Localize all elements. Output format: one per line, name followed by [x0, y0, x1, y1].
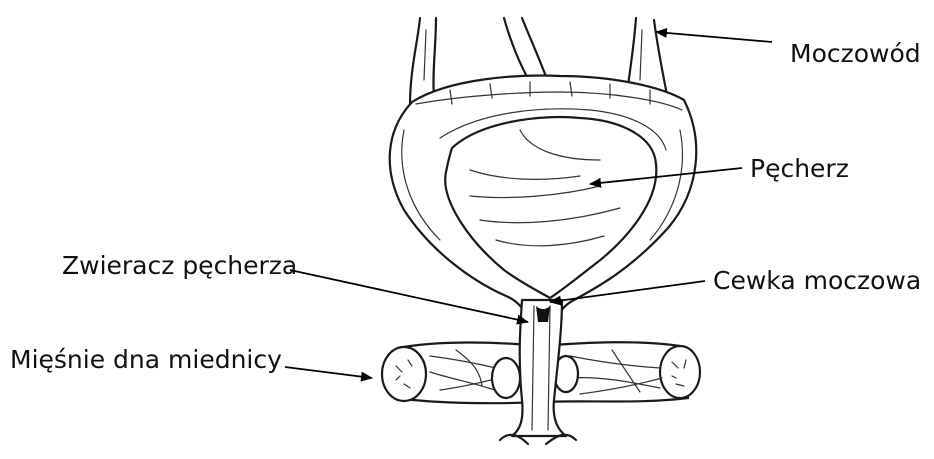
label-ureter: Moczowód: [790, 41, 921, 66]
label-urethra: Cewka moczowa: [713, 268, 921, 293]
pelvic-floor-leader: [285, 367, 372, 378]
bladder: [390, 76, 697, 320]
ureter-leader: [656, 32, 772, 42]
label-bladder: Pęcherz: [750, 156, 849, 181]
label-pelvic-floor: Mięśnie dna miednicy: [10, 347, 282, 372]
label-sphincter: Zwieracz pęcherza: [62, 253, 297, 278]
